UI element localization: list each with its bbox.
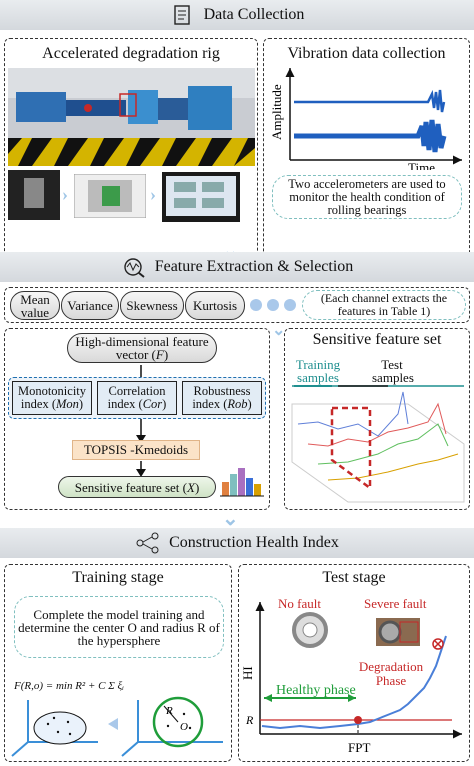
feature-list-panel: [4, 287, 470, 323]
center-label: O: [180, 721, 188, 733]
y-axis-label: Amplitude: [269, 84, 284, 140]
bar-chart-icon: [220, 468, 264, 497]
sensitive-feature-3d-plot: [291, 385, 465, 503]
correlation-index: Correlation index (Cor): [97, 381, 177, 415]
hi-axis-label: HI: [240, 666, 255, 680]
feature-kurtosis: Kurtosis: [185, 291, 245, 320]
svdd-formula: F(R,o) = min R² + C Σ ξᵢ: [14, 680, 124, 692]
vibration-title: Vibration data collection: [287, 45, 446, 62]
chevron-right-icon: ›: [150, 184, 156, 204]
hd-vector-box: High-dimensional feature vector (F): [67, 333, 217, 363]
monitor-software-photo: [162, 172, 240, 222]
waveform-search-icon: [123, 258, 145, 278]
x-axis-label: Time: [408, 160, 435, 170]
monotonicity-index: Monotonicity index (Mon): [12, 381, 92, 415]
rig-title: Accelerated degradation rig: [42, 45, 220, 62]
chevron-down-icon: ⌄: [222, 508, 239, 530]
training-stage-title: Training stage: [72, 569, 164, 586]
selection-flow-arrows: [136, 365, 146, 477]
fpt-label: FPT: [348, 740, 370, 755]
training-samples-label: Training samples: [295, 357, 341, 385]
degradation-phase-label: Degradation Phase: [358, 659, 424, 688]
hypersphere-diagram: R O: [11, 696, 223, 757]
vibration-signal-chart: Amplitude Time: [269, 68, 462, 170]
test-stage-title: Test stage: [322, 569, 386, 586]
topsis-kmedoids-box: TOPSIS -Kmedoids: [72, 440, 200, 460]
test-stage-panel: Test stage: [238, 564, 470, 762]
ellipsis-dots-icon: [250, 299, 296, 311]
severe-fault-label: Severe fault: [364, 596, 427, 611]
training-note: Complete the model training and determin…: [14, 596, 224, 658]
healthy-phase-label: Healthy phase: [276, 683, 356, 698]
section-title: Feature Extraction & Selection: [154, 258, 354, 275]
threshold-r-label: R: [245, 713, 254, 727]
section-header-feature: Feature Extraction & Selection: [0, 252, 474, 282]
section-header-data-collection: Data Collection: [0, 0, 474, 30]
vibration-note: Two accelerometers are used to monitor t…: [272, 175, 462, 219]
robustness-index: Robustness index (Rob): [182, 381, 262, 415]
health-index-chart: HI R Healthy phase FPT: [240, 602, 462, 755]
feature-note: (Each channel extracts the features in T…: [302, 290, 466, 320]
degradation-rig-photo: [8, 68, 255, 166]
section-title: Construction Health Index: [169, 534, 339, 551]
section-header-health-index: Construction Health Index: [0, 528, 474, 558]
sensitive-feature-box: Sensitive feature set (X): [58, 476, 216, 498]
daq-device-photo: [74, 174, 146, 218]
document-icon: [173, 5, 190, 25]
feature-variance: Variance: [61, 291, 119, 320]
feature-skewness: Skewness: [120, 291, 184, 320]
chevron-right-icon: ›: [62, 184, 68, 204]
selection-panel: [4, 328, 270, 510]
network-icon: [136, 532, 159, 554]
training-stage-panel: Training stage: [4, 564, 232, 762]
chevron-down-icon: ⌄: [272, 322, 286, 339]
no-fault-label: No fault: [278, 596, 321, 611]
section-title: Data Collection: [203, 6, 305, 23]
radius-label: R: [165, 705, 173, 717]
accelerometer-photo: [8, 170, 60, 220]
test-samples-label: Test samples: [372, 357, 414, 385]
sensitive-set-panel: Sensitive feature set: [284, 328, 470, 510]
sensitive-set-title: Sensitive feature set: [312, 331, 442, 348]
feature-mean: Mean value: [10, 291, 60, 320]
